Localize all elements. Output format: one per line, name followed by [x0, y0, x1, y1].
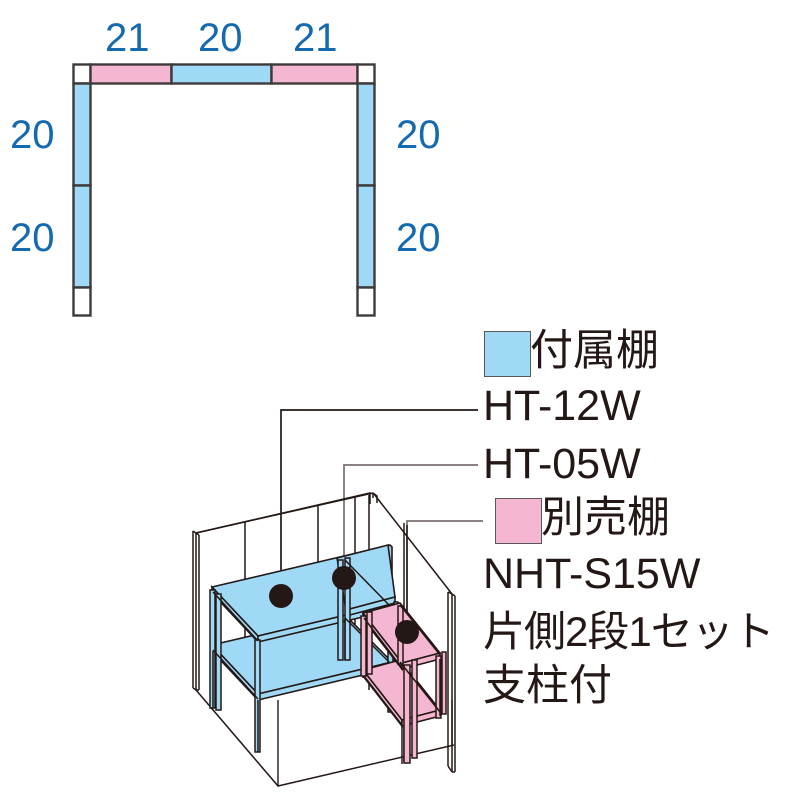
legend-label-ht12w: HT-12W — [483, 382, 641, 430]
dim-left-lower: 20 — [10, 216, 55, 260]
plan-post-left-foot — [72, 286, 92, 317]
leader-ht12w — [280, 409, 478, 596]
legend-label-ht05w: HT-05W — [483, 440, 641, 488]
plan-post-right-foot — [356, 286, 376, 317]
legend-swatch-included — [484, 331, 531, 377]
legend-label-postincl: 支柱付 — [483, 662, 612, 710]
blue-shelf-knob-1 — [269, 584, 293, 608]
legend-label-optional: 別売棚 — [541, 494, 670, 542]
dim-left-upper: 20 — [10, 113, 55, 157]
dim-top-right: 21 — [293, 16, 338, 60]
leader-ht05w — [343, 464, 478, 578]
pink-unit-rails — [362, 604, 441, 764]
dim-top-left: 21 — [105, 16, 150, 60]
dim-right-upper: 20 — [396, 113, 441, 157]
dim-right-lower: 20 — [396, 216, 441, 260]
legend-label-setinfo: 片側2段1セット — [483, 608, 775, 655]
cabinet-front-edges — [277, 700, 453, 786]
legend-label-included: 付属棚 — [530, 327, 659, 375]
dim-top-center: 20 — [198, 16, 243, 60]
blue-shelf-knob-2 — [332, 566, 356, 590]
legend-label-nhts15w: NHT-S15W — [483, 550, 701, 598]
legend-swatch-optional — [495, 498, 542, 544]
pink-shelf-knob — [395, 620, 419, 644]
